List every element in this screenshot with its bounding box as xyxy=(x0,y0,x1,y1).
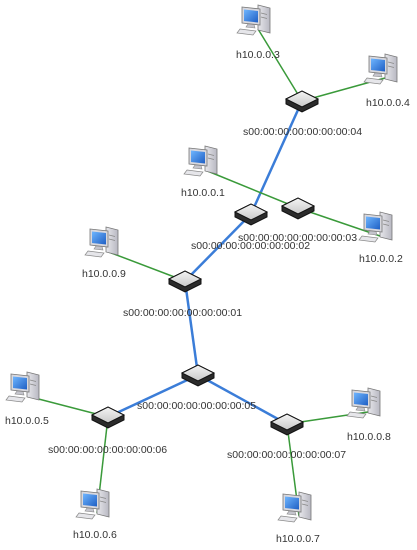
switch-label-s4: s00:00:00:00:00:00:00:04 xyxy=(243,126,362,138)
host-node-h7[interactable] xyxy=(277,491,312,523)
link-s5-s6 xyxy=(107,373,199,419)
link-s3-h1 xyxy=(204,169,299,209)
host-label-h7: h10.0.0.7 xyxy=(276,533,320,545)
link-s5-s7 xyxy=(197,373,288,426)
switch-icon xyxy=(233,203,269,226)
host-node-h1[interactable] xyxy=(183,145,218,177)
host-label-h9: h10.0.0.9 xyxy=(82,268,126,280)
link-s1-s5 xyxy=(183,280,200,376)
computer-icon xyxy=(277,491,312,523)
switch-node-s4[interactable] xyxy=(284,90,320,113)
switch-node-s2[interactable] xyxy=(233,203,269,226)
switch-node-s3[interactable] xyxy=(280,197,316,220)
switch-label-s3: s00:00:00:00:00:00:00:03 xyxy=(238,232,357,244)
switch-node-s7[interactable] xyxy=(269,413,305,436)
host-node-h2[interactable] xyxy=(358,211,393,243)
host-node-h8[interactable] xyxy=(346,387,381,419)
host-label-h2: h10.0.0.2 xyxy=(359,253,403,265)
host-label-h8: h10.0.0.8 xyxy=(347,431,391,443)
switch-icon xyxy=(284,90,320,113)
host-node-h9[interactable] xyxy=(84,226,119,258)
switch-icon xyxy=(180,364,216,387)
computer-icon xyxy=(236,4,271,36)
computer-icon xyxy=(358,211,393,243)
labels-layer: s00:00:00:00:00:00:00:01 s00:00:00:00:00:… xyxy=(5,49,410,545)
computer-icon xyxy=(346,387,381,419)
links-layer xyxy=(26,28,386,517)
switch-node-s1[interactable] xyxy=(167,270,203,293)
switch-icon xyxy=(280,197,316,220)
computer-icon xyxy=(183,145,218,177)
host-label-h4: h10.0.0.4 xyxy=(366,97,410,109)
host-node-h4[interactable] xyxy=(363,53,398,85)
host-label-h1: h10.0.0.1 xyxy=(181,187,225,199)
host-label-h5: h10.0.0.5 xyxy=(5,415,49,427)
host-node-h5[interactable] xyxy=(5,371,40,403)
switch-icon xyxy=(269,413,305,436)
computer-icon xyxy=(5,371,40,403)
link-s1-h9 xyxy=(105,250,186,282)
switch-label-s1: s00:00:00:00:00:00:00:01 xyxy=(123,307,242,319)
host-node-h6[interactable] xyxy=(75,488,110,520)
computer-icon xyxy=(363,53,398,85)
host-label-h6: h10.0.0.6 xyxy=(73,529,117,541)
computer-icon xyxy=(75,488,110,520)
host-node-h3[interactable] xyxy=(236,4,271,36)
switch-label-s7: s00:00:00:00:00:00:00:07 xyxy=(227,449,346,461)
switch-node-s6[interactable] xyxy=(90,406,126,429)
nodes-layer xyxy=(5,4,398,523)
switch-icon xyxy=(90,406,126,429)
switch-icon xyxy=(167,270,203,293)
switch-label-s2: s00:00:00:00:00:00:00:02 xyxy=(191,240,310,252)
host-label-h3: h10.0.0.3 xyxy=(236,49,280,61)
switch-label-s5: s00:00:00:00:00:00:00:05 xyxy=(137,400,256,412)
link-s4-h3 xyxy=(257,28,303,102)
link-s1-s2 xyxy=(184,213,252,282)
link-s2-s4 xyxy=(249,100,304,215)
switch-node-s5[interactable] xyxy=(180,364,216,387)
computer-icon xyxy=(84,226,119,258)
switch-label-s6: s00:00:00:00:00:00:00:06 xyxy=(48,444,167,456)
